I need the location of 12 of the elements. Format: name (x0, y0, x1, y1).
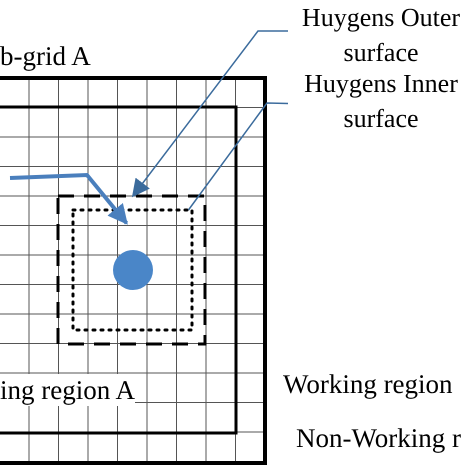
callout-text: Huygens Inner surface (288, 66, 474, 138)
region-label: b-grid A (0, 40, 91, 72)
leader-line (188, 102, 288, 210)
source-circle (113, 250, 153, 290)
arrow (10, 172, 128, 225)
callout-text: Huygens Outer surface (288, 0, 474, 62)
region-label: Working region (283, 368, 453, 400)
region-label: Non-Working r (296, 422, 462, 454)
huygens-outer-surface (58, 196, 205, 344)
leader-line (132, 30, 288, 198)
region-label: ing region A (0, 374, 135, 406)
huygens-inner-surface (73, 210, 192, 330)
